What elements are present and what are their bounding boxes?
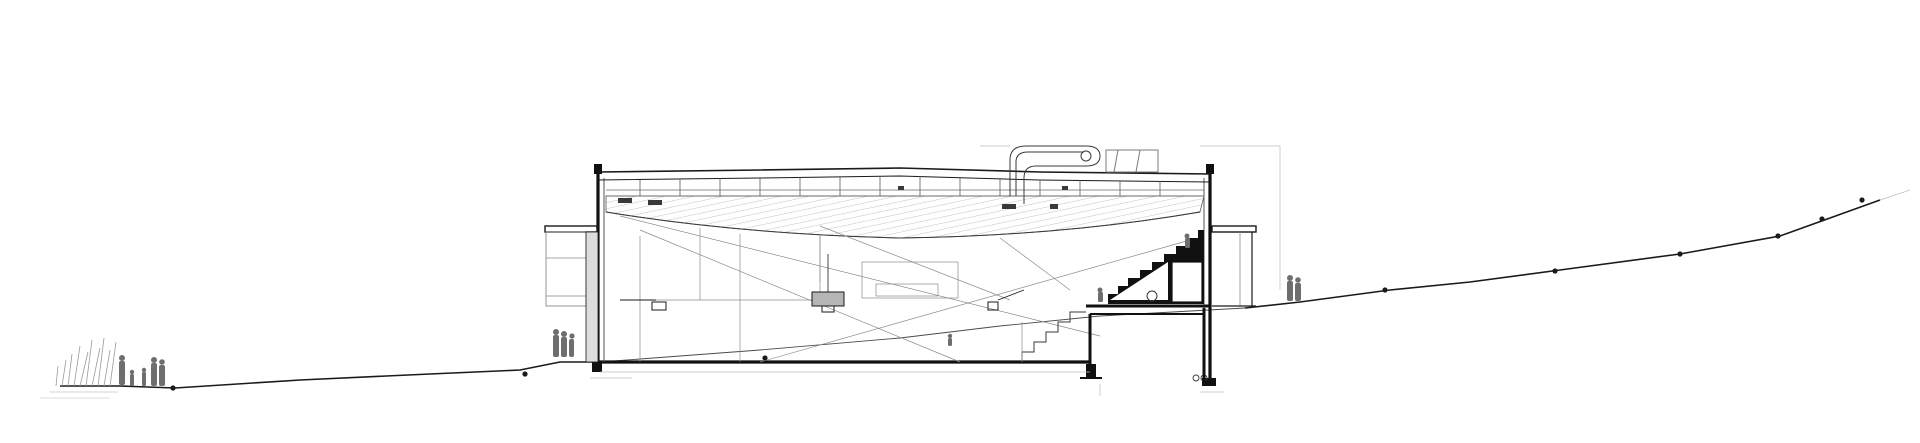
tribune-stairs-void bbox=[1110, 262, 1168, 300]
tribune bbox=[1021, 230, 1210, 382]
foundation-left bbox=[592, 362, 602, 372]
roof-skylight bbox=[1105, 149, 1159, 173]
acoustic-ceiling-hatched bbox=[605, 195, 1205, 239]
entrance-wall-panel bbox=[545, 231, 587, 307]
foundation-mid bbox=[1086, 364, 1096, 378]
light-fixture bbox=[1062, 186, 1068, 190]
spectator-figures bbox=[947, 233, 1190, 346]
light-fixture bbox=[1050, 204, 1058, 209]
person-group-far-left bbox=[119, 355, 165, 386]
entrance-glazing bbox=[585, 231, 599, 363]
roof-top-line bbox=[597, 167, 1211, 175]
duct-fan-icon bbox=[1080, 150, 1092, 162]
tribune-upper-void bbox=[1171, 261, 1203, 303]
fixture-icon bbox=[1192, 374, 1200, 382]
basketball-hoop-left bbox=[651, 301, 667, 311]
hall-right-column-cap bbox=[1206, 164, 1214, 174]
acoustic-ceiling-underside bbox=[605, 211, 1201, 239]
people-figures bbox=[119, 233, 1301, 386]
interior-panel bbox=[861, 261, 959, 299]
terrain-line-right bbox=[1244, 199, 1881, 309]
interior-panel bbox=[875, 283, 939, 297]
foundation-right bbox=[1202, 378, 1216, 386]
annex-roof bbox=[1211, 225, 1257, 233]
datum-lines bbox=[590, 371, 1224, 396]
light-fixture bbox=[618, 198, 632, 203]
hall-left-column-cap bbox=[594, 164, 602, 174]
ceiling-lights bbox=[618, 186, 1068, 209]
duct-loop bbox=[1009, 145, 1101, 204]
roof-truss-verticals bbox=[639, 176, 1161, 196]
clock-icon bbox=[1146, 290, 1158, 302]
tribune-stairs-lower bbox=[1021, 311, 1086, 362]
light-fixture bbox=[1002, 204, 1016, 209]
roof-second-line bbox=[597, 175, 1211, 183]
reeds-vegetation bbox=[40, 337, 118, 399]
annex-right bbox=[1202, 225, 1257, 382]
terrain-horizon-faint bbox=[1879, 189, 1911, 201]
interior-sightlines bbox=[619, 215, 1191, 363]
basketball-hoop-center bbox=[821, 305, 835, 313]
person-group-right bbox=[1287, 275, 1301, 301]
basketball-hoop-right bbox=[987, 301, 999, 311]
entrance-canopy bbox=[544, 225, 598, 233]
terrain-survey-points bbox=[170, 197, 1865, 391]
terrain-line-left bbox=[60, 361, 600, 389]
terrain bbox=[60, 189, 1911, 391]
roof-assembly bbox=[597, 167, 1211, 239]
person-group-entrance-left bbox=[553, 329, 575, 357]
light-fixture bbox=[648, 200, 662, 205]
basketball-hoops bbox=[620, 254, 1025, 313]
light-fixture bbox=[898, 186, 904, 190]
entrance-block-left bbox=[544, 225, 599, 363]
ventilation-duct bbox=[980, 145, 1281, 290]
basketball-backboard-center bbox=[811, 291, 845, 307]
